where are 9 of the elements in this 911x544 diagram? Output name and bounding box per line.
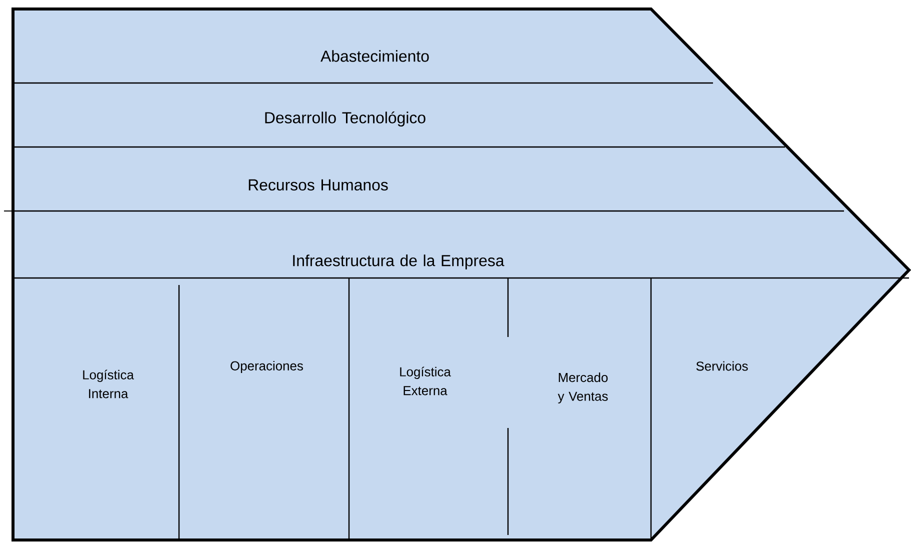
activity-cell: Operaciones	[179, 278, 349, 540]
activity-band: Abastecimiento	[13, 9, 724, 83]
activity-band: Recursos Humanos	[13, 146, 851, 211]
activity-cell: Servicios	[651, 278, 902, 540]
activity-cell: Logística Interna	[13, 278, 179, 540]
activity-band: Desarrollo Tecnológico	[13, 82, 788, 147]
activity-cell: Mercado y Ventas	[508, 278, 651, 540]
activity-cell: Logística Externa	[349, 278, 508, 540]
activity-band: Infraestructura de la Empresa	[13, 210, 909, 278]
